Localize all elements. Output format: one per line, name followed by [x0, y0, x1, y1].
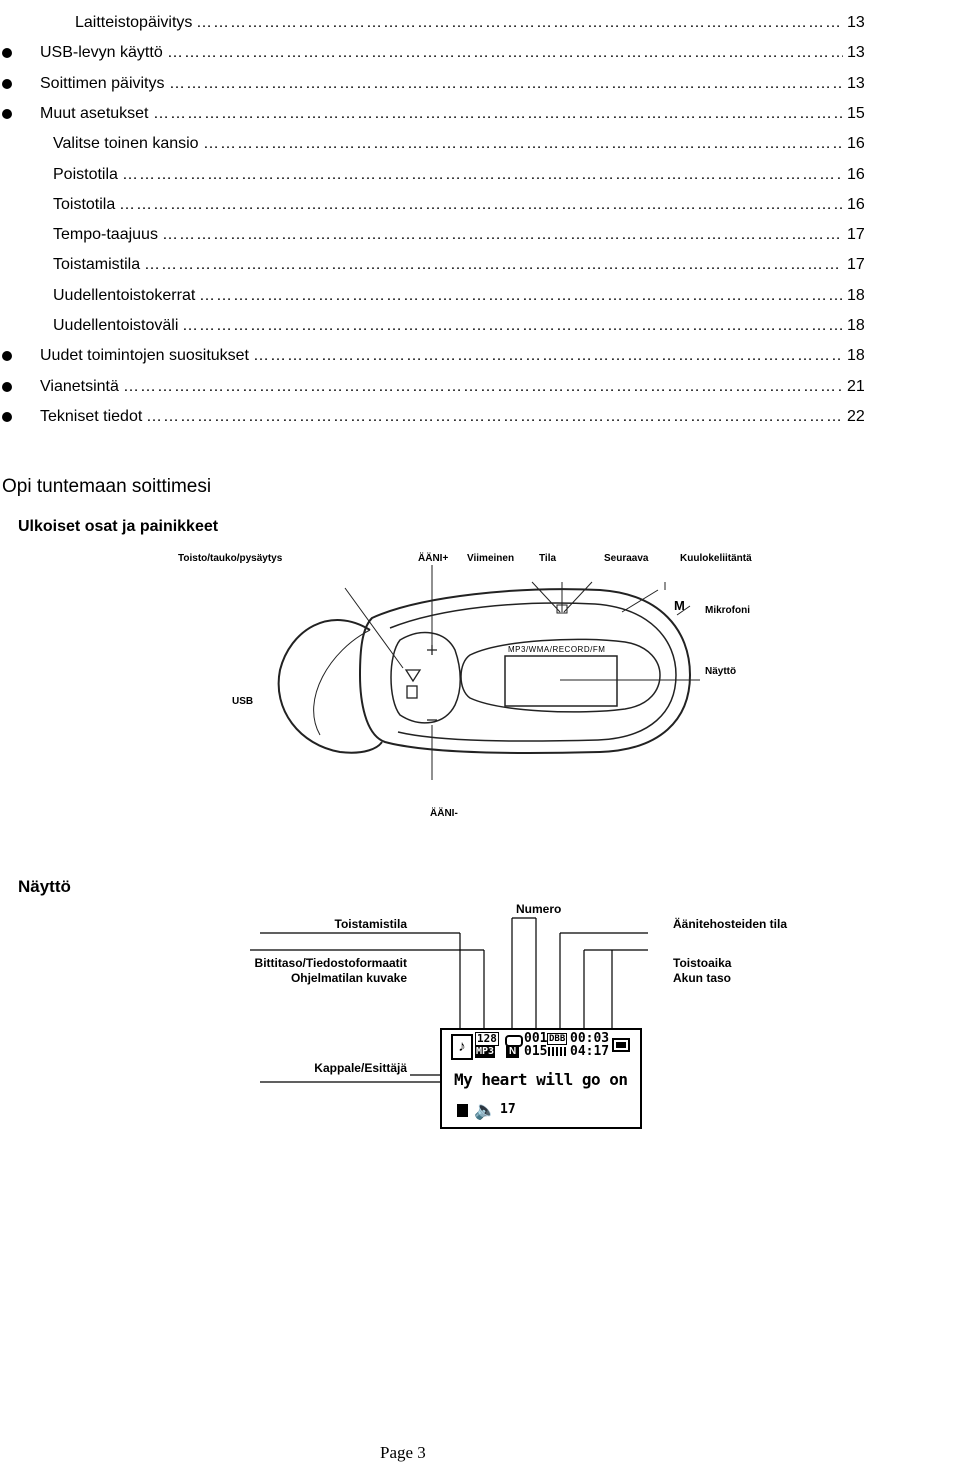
device-screen-text: MP3/WMA/RECORD/FM [508, 645, 606, 654]
track-total: 015 [524, 1044, 548, 1059]
toc-entry-label: Uudet toimintojen suositukset [40, 347, 249, 364]
n-icon: N [506, 1046, 520, 1058]
toc-entry-label: Tempo-taajuus [53, 226, 158, 243]
lcd-screen: ♪ 128 MP3 N 001 015 DBB 00:03 04:17 My h… [440, 1028, 642, 1129]
label-number: Numero [516, 902, 562, 916]
label-vol-down: ÄÄNI- [430, 808, 458, 819]
toc-entry-page: 13 [847, 14, 865, 31]
toc-bullet [2, 48, 12, 58]
toc-entry-label: Toistamistila [53, 256, 141, 273]
display-section-title: Näyttö [18, 877, 71, 896]
toc-entry-label: Laitteistopäivitys [75, 14, 193, 31]
label-previous: Viimeinen [467, 553, 515, 564]
speaker-icon: 🔈 [474, 1100, 497, 1120]
toc-entry-page: 16 [847, 166, 865, 183]
battery-icon [612, 1038, 630, 1052]
toc-entry-label: Muut asetukset [40, 105, 149, 122]
toc-entry-label: Uudellentoistoväli [53, 317, 179, 334]
label-mode: Tila [539, 553, 557, 564]
label-eq-state: Äänitehosteiden tila [673, 917, 788, 931]
eq-value: DBB [547, 1033, 568, 1045]
toc-entry-label: Soittimen päivitys [40, 75, 165, 92]
toc-leader-dots: …………………………………………………………………………………………………………… [146, 408, 843, 425]
toc-entry-page: 18 [847, 347, 865, 364]
toc-entry-label: Tekniset tiedot [40, 408, 143, 425]
toc-leader-dots: …………………………………………………………………………………………………………… [122, 166, 843, 183]
toc-leader-dots: …………………………………………………………………………………………………………… [153, 105, 843, 122]
label-vol-up: ÄÄNI+ [418, 553, 449, 564]
label-headphone: Kuulokeliitäntä [680, 553, 752, 564]
toc-entry-label: Toistotila [53, 196, 116, 213]
toc-leader-dots: …………………………………………………………………………………………………………… [169, 75, 843, 92]
volume-value: 17 [500, 1102, 516, 1117]
toc-entry-page: 16 [847, 196, 865, 213]
toc-leader-dots: …………………………………………………………………………………………………………… [144, 256, 843, 273]
toc-entry-page: 15 [847, 105, 865, 122]
toc-bullet [2, 382, 12, 392]
toc-leader-dots: …………………………………………………………………………………………………………… [162, 226, 843, 243]
toc-bullet [2, 79, 12, 89]
toc-entry-label: USB-levyn käyttö [40, 44, 163, 61]
toc-entry-page: 13 [847, 44, 865, 61]
label-play-mode: Toistamistila [334, 917, 407, 931]
toc-leader-dots: …………………………………………………………………………………………………………… [182, 317, 843, 334]
toc-leader-dots: …………………………………………………………………………………………………………… [123, 378, 843, 395]
toc-leader-dots: …………………………………………………………………………………………………………… [119, 196, 843, 213]
bitrate-value: 128 [475, 1032, 499, 1046]
toc-entry-page: 22 [847, 408, 865, 425]
toc-entry-page: 21 [847, 378, 865, 395]
toc-entry-page: 13 [847, 75, 865, 92]
toc-bullet [2, 351, 12, 361]
toc-entry-label: Vianetsintä [40, 378, 119, 395]
music-note-icon: ♪ [451, 1034, 473, 1060]
label-display: Näyttö [705, 666, 737, 677]
toc-bullet [2, 109, 12, 119]
time-elapsed: 00:03 [570, 1031, 610, 1046]
subsection-title: Ulkoiset osat ja painikkeet [18, 518, 219, 535]
song-title: My heart will go on [454, 1070, 628, 1089]
format-value: MP3 [475, 1046, 496, 1058]
toc-entry-label: Poistotila [53, 166, 118, 183]
toc-entry-page: 17 [847, 226, 865, 243]
toc-leader-dots: …………………………………………………………………………………………………………… [196, 14, 843, 31]
toc-entry-label: Valitse toinen kansio [53, 135, 199, 152]
section-title: Opi tuntemaan soittimesi [2, 476, 212, 497]
label-play-pause: Toisto/tauko/pysäytys [178, 553, 283, 564]
toc-leader-dots: …………………………………………………………………………………………………………… [167, 44, 843, 61]
label-play-time: Toistoaika [673, 956, 732, 970]
toc-entry-label: Uudellentoistokerrat [53, 287, 196, 304]
toc-entry-page: 18 [847, 317, 865, 334]
time-total: 04:17 [570, 1044, 610, 1059]
toc-leader-dots: …………………………………………………………………………………………………………… [253, 347, 843, 364]
label-battery: Akun taso [673, 971, 732, 985]
label-next: Seuraava [604, 553, 649, 564]
m-key-label: M [674, 598, 685, 613]
label-microphone: Mikrofoni [705, 605, 750, 616]
toc-entry-page: 17 [847, 256, 865, 273]
stop-icon [457, 1104, 468, 1117]
page-footer: Page 3 [380, 1443, 426, 1462]
toc-leader-dots: …………………………………………………………………………………………………………… [199, 287, 843, 304]
label-program-icon: Ohjelmatilan kuvake [290, 971, 407, 985]
toc-entry-page: 16 [847, 135, 865, 152]
toc-bullet [2, 412, 12, 422]
label-usb: USB [232, 696, 254, 707]
label-track-artist: Kappale/Esittäjä [314, 1061, 407, 1075]
toc-entry-page: 18 [847, 287, 865, 304]
label-bitrate-format: Bittitaso/Tiedostoformaatit [254, 956, 407, 970]
track-current: 001 [524, 1031, 548, 1046]
toc-leader-dots: …………………………………………………………………………………………………………… [203, 135, 843, 152]
eq-bars-icon [548, 1047, 568, 1056]
